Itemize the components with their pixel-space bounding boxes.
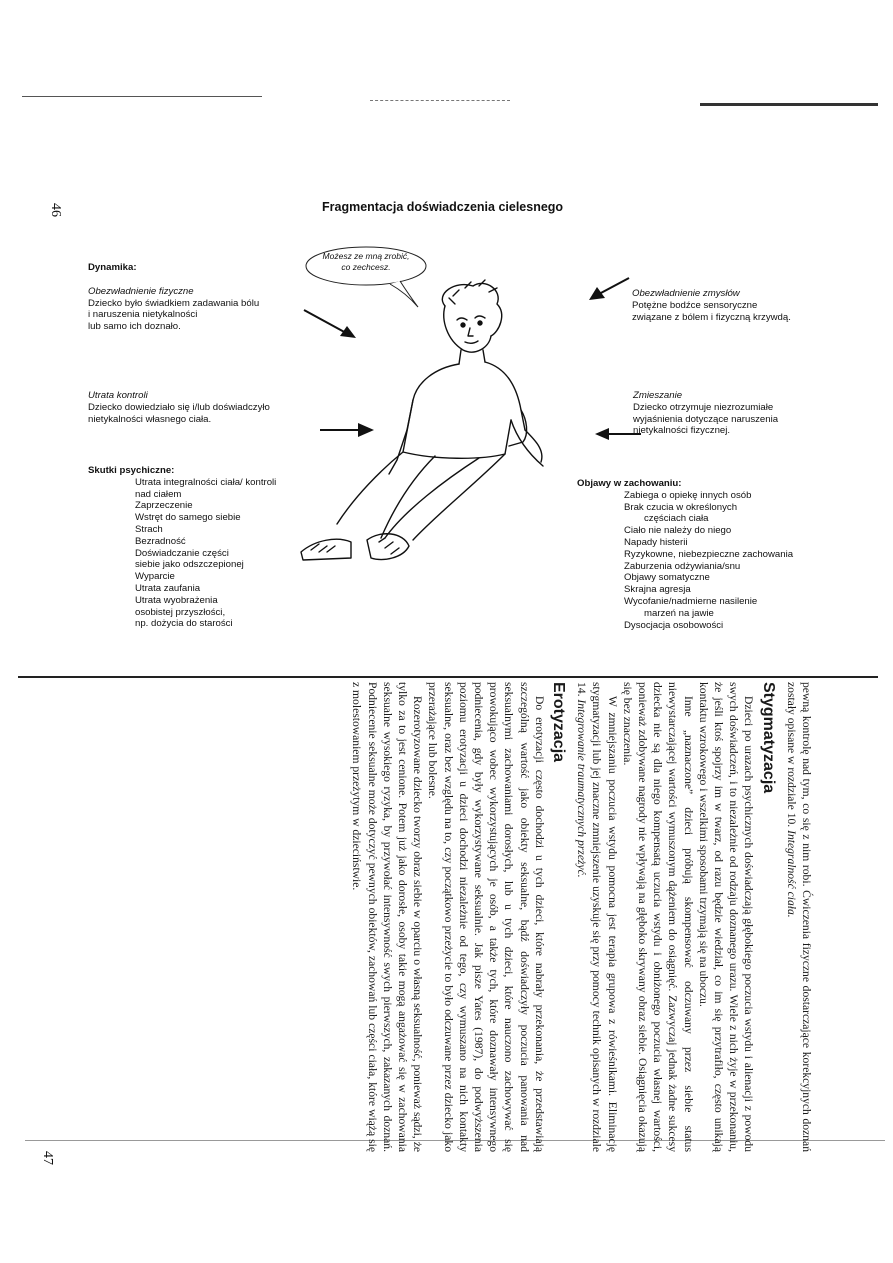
paragraph: Do erotyzacji często dochodzi u tych dzi… — [425, 682, 547, 1152]
skutki-item: Doświadczanie części — [135, 548, 276, 560]
objawy-item: Brak czucia w określonych — [624, 502, 793, 514]
skutki-item: Utrata zaufania — [135, 583, 276, 595]
utrata-subheading: Utrata kontroli — [88, 390, 270, 402]
scan-rule-top-2 — [370, 100, 510, 101]
speech-bubble-line-1: Możesz ze mną zrobić, — [305, 251, 427, 262]
objawy-item: marzeń na jawie — [624, 608, 793, 620]
utrata-line: Dziecko dowiedziało się i/lub doświadczy… — [88, 402, 270, 414]
paragraph: W zmniejszaniu poczucia wstydu pomocna j… — [574, 682, 620, 1152]
dynamika-line: Dziecko było świadkiem zadawania bólu — [88, 298, 259, 310]
dynamika-line: lub samo ich doznało. — [88, 321, 259, 333]
objawy-item: Dysocjacja osobowości — [624, 620, 793, 632]
zmieszanie-line: Dziecko otrzymuje niezrozumiałe — [633, 402, 778, 414]
skutki-item: Utrata integralności ciała/ kontroli — [135, 477, 276, 489]
skutki-block: Skutki psychiczne: Utrata integralności … — [88, 465, 276, 630]
chapter-ref: Integralność ciała. — [785, 830, 798, 918]
scan-rule-mid — [18, 676, 878, 678]
zmyslow-line: Potężne bodźce sensoryczne — [632, 300, 791, 312]
child-illustration — [285, 270, 545, 570]
zmieszanie-subheading: Zmieszanie — [633, 390, 778, 402]
objawy-item: Ciało nie należy do niego — [624, 525, 793, 537]
utrata-line: nietykalności własnego ciała. — [88, 414, 270, 426]
skutki-item: Wstręt do samego siebie — [135, 512, 276, 524]
skutki-item: osobistej przyszłości, — [135, 607, 276, 619]
scan-rule-top-3 — [700, 103, 878, 106]
dynamika-subheading: Obezwładnienie fizyczne — [88, 286, 259, 298]
zmyslow-line: związane z bólem i fizyczną krzywdą. — [632, 312, 791, 324]
zmyslow-subheading: Obezwładnienie zmysłów — [632, 288, 791, 300]
skutki-item: nad ciałem — [135, 489, 276, 501]
skutki-item: Strach — [135, 524, 276, 536]
dynamika-line: i naruszenia nietykalności — [88, 309, 259, 321]
objawy-item: częściach ciała — [624, 513, 793, 525]
heading-stygmatyzacja: Stygmatyzacja — [760, 682, 775, 1152]
paragraph: Dzieci po urazach psychicznych doświadcz… — [696, 682, 757, 1152]
skutki-item: siebie jako odszczepionej — [135, 559, 276, 571]
page-number-right: 47 — [39, 1151, 55, 1165]
page-47-text: pewną kontrolę nad tym, co się z nim rob… — [90, 682, 814, 1152]
skutki-item: Utrata wyobrażenia — [135, 595, 276, 607]
page-number-left: 46 — [47, 203, 63, 217]
utrata-block: Utrata kontroli Dziecko dowiedziało się … — [88, 390, 270, 425]
skutki-heading: Skutki psychiczne: — [88, 465, 276, 477]
zmyslow-block: Obezwładnienie zmysłów Potężne bodźce se… — [632, 288, 791, 323]
objawy-block: Objawy w zachowaniu: Zabiega o opiekę in… — [577, 478, 793, 631]
objawy-item: Ryzykowne, niebezpieczne zachowania — [624, 549, 793, 561]
arrow-zmieszanie — [593, 424, 643, 444]
skutki-item: np. dożycia do starości — [135, 618, 276, 630]
zmieszanie-line: wyjaśnienia dotyczące naruszenia — [633, 414, 778, 426]
figure-title: Fragmentacja doświadczenia cielesnego — [322, 200, 563, 214]
paragraph: Inne „naznaczone” dzieci próbują skompen… — [620, 682, 696, 1152]
objawy-heading: Objawy w zachowaniu: — [577, 478, 793, 490]
objawy-item: Wycofanie/nadmierne nasilenie — [624, 596, 793, 608]
dynamika-heading: Dynamika: — [88, 262, 259, 274]
paragraph-continuation: pewną kontrolę nad tym, co się z nim rob… — [784, 682, 814, 1152]
skutki-item: Zaprzeczenie — [135, 500, 276, 512]
skutki-item: Bezradność — [135, 536, 276, 548]
heading-erotyzacja: Erotyzacja — [551, 682, 566, 1152]
scan-rule-top — [22, 96, 262, 97]
objawy-item: Skrajna agresja — [624, 584, 793, 596]
objawy-item: Zaburzenia odżywiania/snu — [624, 561, 793, 573]
paragraph: Rozerotyzowane dziecko tworzy obraz sieb… — [349, 682, 425, 1152]
dynamika-block: Dynamika: Obezwładnienie fizyczne Dzieck… — [88, 262, 259, 333]
arrow-zmyslow — [585, 274, 635, 304]
skutki-item: Wyparcie — [135, 571, 276, 583]
chapter-ref: Integrowanie traumatycznych przeżyć. — [575, 699, 588, 877]
objawy-item: Objawy somatyczne — [624, 572, 793, 584]
objawy-item: Napady histerii — [624, 537, 793, 549]
objawy-item: Zabiega o opiekę innych osób — [624, 490, 793, 502]
zmieszanie-line: nietykalności fizycznej. — [633, 425, 778, 437]
zmieszanie-block: Zmieszanie Dziecko otrzymuje niezrozumia… — [633, 390, 778, 437]
